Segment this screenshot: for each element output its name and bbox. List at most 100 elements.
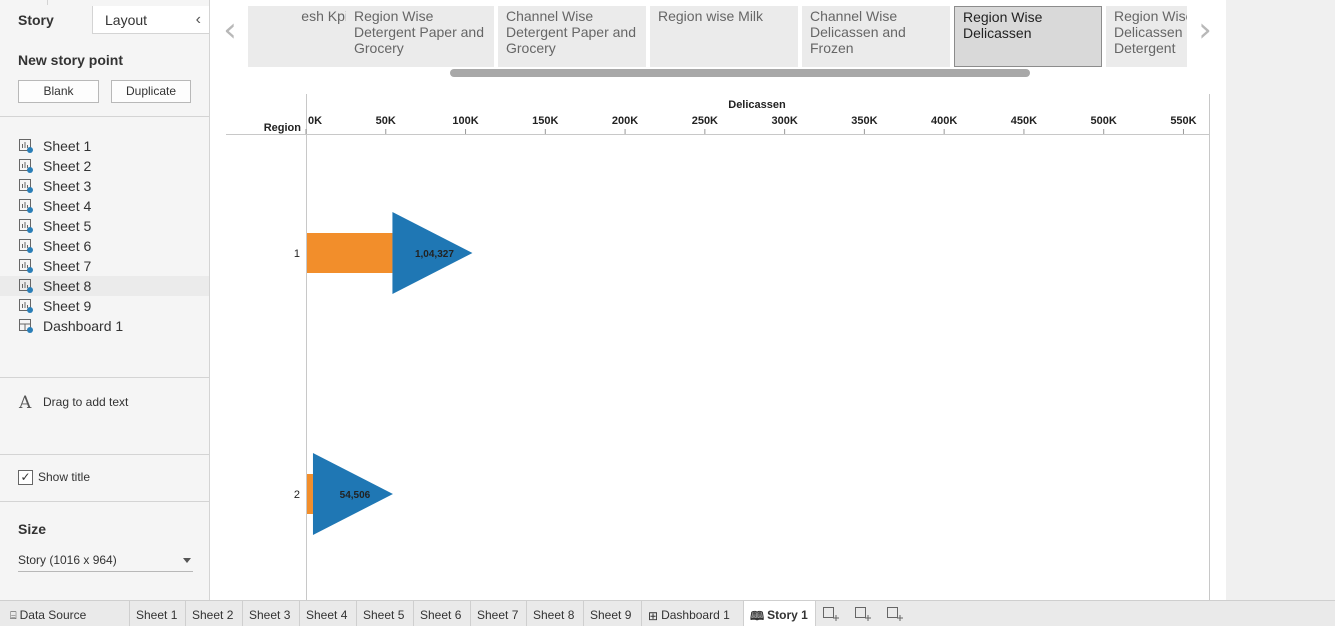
duplicate-button[interactable]: Duplicate	[111, 80, 191, 103]
sidebar-divider	[0, 454, 209, 455]
new-story-point-heading: New story point	[18, 52, 124, 68]
sheet-list-item[interactable]: Sheet 1	[0, 136, 209, 156]
sheet-list-item-label: Sheet 9	[43, 298, 92, 314]
sheet-list-item-label: Sheet 2	[43, 158, 92, 174]
sheet-list-item[interactable]: Sheet 9	[0, 296, 209, 316]
sheet-tab-label: Dashboard 1	[661, 608, 730, 622]
show-title-checkbox[interactable]: ✓	[18, 470, 33, 485]
bar-mark	[307, 233, 393, 273]
sidebar-divider	[0, 501, 209, 502]
size-dropdown-value: Story (1016 x 964)	[18, 553, 117, 567]
sidebar-tabs: Story Layout ‹	[0, 6, 209, 34]
x-tick-label: 350K	[851, 115, 877, 127]
dashboard-icon	[19, 319, 33, 333]
sheet-tab-label: Sheet 6	[420, 608, 462, 622]
sheet-tab-label: Sheet 5	[363, 608, 405, 622]
data-source-tab-label: Data Source	[19, 608, 87, 622]
x-tick-label: 250K	[692, 115, 718, 127]
x-tick-label: 400K	[931, 115, 957, 127]
sheet-tab-label: Sheet 4	[306, 608, 348, 622]
tab-layout-label: Layout	[105, 12, 148, 28]
sheet-tab[interactable]: Sheet 1	[130, 601, 186, 626]
sheet-list-item-label: Sheet 4	[43, 198, 92, 214]
next-story-point-arrow-icon[interactable]: ›	[1198, 10, 1212, 50]
x-tick-label: 300K	[771, 115, 797, 127]
sheet-tab[interactable]: Sheet 4	[300, 601, 357, 626]
sidebar-divider	[0, 116, 209, 117]
sheet-tab-label: Sheet 8	[533, 608, 575, 622]
story-point-tab[interactable]: Region Wise Delicassen and Detergent	[1106, 6, 1187, 67]
tab-layout[interactable]: Layout ‹	[92, 6, 209, 34]
x-tick-label: 0K	[308, 115, 322, 127]
sheet-list-item[interactable]: Sheet 6	[0, 236, 209, 256]
database-icon: ⌸	[10, 609, 17, 622]
sheet-tab[interactable]: 🕮Story 1	[744, 601, 816, 626]
blank-button[interactable]: Blank	[18, 80, 99, 103]
sheet-tab-bar: ⌸Data Source Sheet 1 Sheet 2 Sheet 3 Sheet 4…	[0, 600, 1335, 626]
worksheet-icon	[19, 179, 33, 193]
bar-mark	[307, 474, 313, 514]
sheet-tab[interactable]: Sheet 3	[243, 601, 300, 626]
story-nav-scrollbar-thumb[interactable]	[450, 69, 1030, 77]
data-source-tab[interactable]: ⌸Data Source	[0, 601, 130, 626]
sheet-list-item[interactable]: Sheet 7	[0, 256, 209, 276]
worksheet-icon	[19, 279, 33, 293]
show-title-label[interactable]: Show title	[38, 470, 91, 484]
right-gutter	[1226, 0, 1335, 600]
size-dropdown[interactable]: Story (1016 x 964)	[18, 550, 193, 572]
data-label: 1,04,327	[415, 249, 454, 260]
sheet-tab[interactable]: Sheet 6	[414, 601, 471, 626]
sheet-tab[interactable]: Sheet 9	[584, 601, 642, 626]
new-worksheet-icon[interactable]	[822, 606, 840, 622]
worksheet-icon	[19, 239, 33, 253]
worksheet-icon	[19, 299, 33, 313]
story-point-tab[interactable]: Channel Wise Detergent Paper and Grocery	[498, 6, 646, 67]
sheet-list-item-label: Sheet 1	[43, 138, 92, 154]
sheet-tab[interactable]: Sheet 5	[357, 601, 414, 626]
new-dashboard-icon[interactable]	[854, 606, 872, 622]
story-point-tab[interactable]: Region Wise Delicassen	[954, 6, 1102, 67]
x-tick-label: 100K	[452, 115, 478, 127]
y-axis-title: Region	[264, 122, 302, 134]
sheet-tab[interactable]: Sheet 8	[527, 601, 584, 626]
drag-to-add-text[interactable]: Drag to add text	[43, 395, 129, 409]
worksheet-icon	[19, 159, 33, 173]
sheet-list-item[interactable]: Sheet 2	[0, 156, 209, 176]
story-point-tab[interactable]: esh Kpi	[248, 6, 356, 67]
text-object-icon[interactable]: A	[19, 393, 32, 413]
collapse-chevron-icon[interactable]: ‹	[195, 11, 201, 28]
sheet-list-item-label: Sheet 6	[43, 238, 92, 254]
x-tick-label: 150K	[532, 115, 558, 127]
sheet-list-item[interactable]: Sheet 3	[0, 176, 209, 196]
worksheet-icon	[19, 199, 33, 213]
new-story-icon[interactable]	[886, 606, 904, 622]
sheet-tab-label: Sheet 3	[249, 608, 291, 622]
size-heading: Size	[18, 521, 47, 537]
tab-story[interactable]: Story	[18, 12, 54, 28]
story-point-tab[interactable]: Channel Wise Delicassen and Frozen	[802, 6, 950, 67]
divider-tick	[47, 0, 48, 5]
sheet-list-item-label: Dashboard 1	[43, 318, 124, 334]
sheet-tab[interactable]: Sheet 2	[186, 601, 243, 626]
sheet-tab[interactable]: Sheet 7	[471, 601, 527, 626]
arrow-marker	[392, 212, 473, 294]
sheet-tab-label: Sheet 9	[590, 608, 632, 622]
story-point-tab[interactable]: Region Wise Detergent Paper and Grocery	[346, 6, 494, 67]
x-tick-label: 450K	[1011, 115, 1037, 127]
story-nav-scrollbar[interactable]	[450, 69, 1030, 77]
x-tick-label: 500K	[1091, 115, 1117, 127]
story-point-tab[interactable]: Region wise Milk	[650, 6, 798, 67]
sheet-list-item[interactable]: Dashboard 1	[0, 316, 209, 336]
sheet-list-item[interactable]: Sheet 8	[0, 276, 209, 296]
sheet-list-item[interactable]: Sheet 4	[0, 196, 209, 216]
sidebar-divider	[0, 377, 209, 378]
sheet-tab[interactable]: ⊞Dashboard 1	[642, 601, 744, 626]
previous-story-point-arrow-icon[interactable]: ‹	[223, 10, 237, 50]
sheet-list-item[interactable]: Sheet 5	[0, 216, 209, 236]
sheet-tab-label: Sheet 1	[136, 608, 178, 622]
